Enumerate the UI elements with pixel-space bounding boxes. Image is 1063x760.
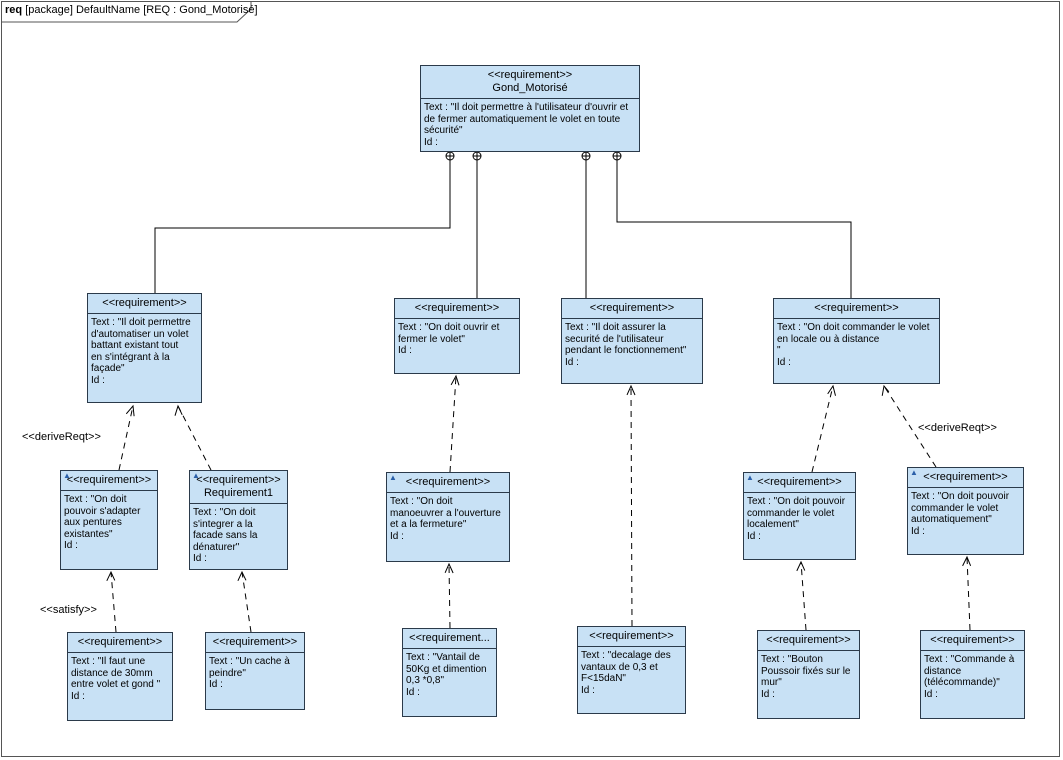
stereotype-label: <<requirement>> — [766, 634, 851, 646]
requirement-text: Text : "On doit pouvoir commander le vol… — [911, 491, 1010, 525]
requirement-text: Text : "Vantail de 50Kg et dimention 0,3… — [406, 652, 487, 686]
stereotype-label: <<requirement>> — [212, 636, 298, 648]
link-l1b[interactable] — [241, 571, 252, 633]
requirement-id: Id : — [777, 356, 791, 368]
requirement-name: Requirement1 — [203, 487, 274, 499]
stereotype-label: <<requirement>> — [589, 630, 674, 642]
requirement-text: Text : "On doit pouvoir s'adapter aux pe… — [64, 494, 141, 540]
requirement-marker-icon: ▲ — [746, 473, 754, 482]
requirement-id: Id : — [424, 136, 438, 148]
requirement-r1[interactable]: <<requirement>> Text : "Il doit permettr… — [87, 293, 202, 403]
requirement-id: Id : — [193, 553, 207, 564]
stereotype-label: <<requirement>> — [757, 476, 842, 488]
derive-label-right: <<deriveReqt>> — [918, 422, 997, 434]
requirement-id: Id : — [565, 356, 579, 368]
requirement-text: Text : "On doit ouvrir et fermer le vole… — [398, 322, 500, 345]
requirement-text: Text : "Bouton Poussoir fixés sur le mur… — [761, 654, 851, 688]
satisfy-label: <<satisfy>> — [40, 604, 97, 616]
stereotype-label: <<requirement... — [409, 632, 490, 644]
requirement-text: Text : "Il doit permettre d'automatiser … — [91, 317, 191, 374]
requirement-text: Text : "On doit s'integrer a la facade s… — [193, 507, 258, 553]
requirement-id: Id : — [406, 686, 420, 698]
requirement-r2[interactable]: <<requirement>> Text : "On doit ouvrir e… — [394, 298, 520, 374]
requirement-l1a[interactable]: <<requirement>> Text : "Il faut une dist… — [67, 632, 173, 721]
requirement-r4b[interactable]: ▲ <<requirement>> Text : "On doit pouvoir… — [907, 467, 1024, 555]
stereotype-label: <<requirement>> — [814, 302, 899, 314]
stereotype-label: <<requirement>> — [923, 471, 1008, 483]
link-l4b[interactable] — [966, 556, 971, 631]
containment-line-r4[interactable] — [616, 160, 852, 298]
requirement-id: Id : — [390, 530, 404, 542]
requirement-marker-icon: ▲ — [192, 471, 200, 480]
requirement-marker-icon: ▲ — [389, 473, 397, 482]
requirement-id: Id : — [71, 690, 85, 702]
link-l4a[interactable] — [800, 561, 807, 631]
stereotype-label: <<requirement>> — [414, 302, 500, 314]
containment-symbol — [445, 151, 622, 161]
derive-link-r1b[interactable] — [177, 405, 212, 471]
requirement-r1a[interactable]: ▲<<requirement>> Text : "On doit pouvoir… — [60, 470, 158, 570]
requirement-text: Text : "Un cache à peindre" — [209, 656, 290, 679]
stereotype-label: <<requirement>> — [66, 474, 152, 486]
requirement-requirement1[interactable]: ▲<<requirement>>Requirement1 Text : "On … — [189, 470, 288, 570]
requirement-gond-motorise[interactable]: <<requirement>> Gond_Motorisé Text : "Il… — [420, 65, 640, 152]
requirement-r4[interactable]: <<requirement>> Text : "On doit commande… — [773, 298, 940, 384]
requirement-text: Text : "decalage des vantaux de 0,3 et F… — [581, 650, 671, 684]
requirement-r4a[interactable]: ▲<<requirement>> Text : "On doit pouvoir… — [743, 472, 856, 560]
stereotype-label: <<requirement>> — [102, 297, 187, 309]
link-r2a[interactable] — [449, 375, 457, 473]
requirement-r3[interactable]: <<requirement>> Text : "Il doit assurer … — [561, 298, 703, 384]
link-l2a[interactable] — [448, 563, 451, 629]
requirement-name: Gond_Motorisé — [492, 82, 568, 94]
requirement-text: Text : "On doit pouvoir commander le vol… — [747, 496, 846, 530]
stereotype-label: <<requirement>> — [77, 636, 163, 648]
requirement-r2a[interactable]: ▲ <<requirement>> Text : "On doit manoeuv… — [386, 472, 510, 562]
containment-line-r1[interactable] — [154, 160, 451, 293]
requirement-text: Text : "Il faut une distance de 30mm ent… — [71, 656, 161, 690]
frame-title: [package] DefaultName [REQ : Gond_Motori… — [25, 4, 258, 16]
stereotype-label: <<requirement>> — [405, 476, 491, 488]
requirement-text: Text : "On doit manoeuvrer a l'ouverture… — [390, 496, 501, 530]
frame-tab — [1, 1, 252, 23]
requirement-id: Id : — [761, 688, 775, 700]
requirement-id: Id : — [91, 374, 105, 386]
requirement-id: Id : — [209, 679, 223, 690]
requirement-id: Id : — [924, 688, 938, 700]
requirement-text: Text : "On doit commander le volet en lo… — [777, 322, 930, 356]
arrowheads — [106, 374, 972, 582]
requirement-l4b[interactable]: <<requirement>> Text : "Commande à dista… — [920, 630, 1025, 719]
derive-link-r4b[interactable] — [883, 385, 937, 468]
requirement-text: Text : "Il doit permettre à l'utilisateu… — [424, 102, 629, 136]
stereotype-label: <<requirement>> — [487, 69, 573, 81]
requirement-id: Id : — [911, 525, 925, 537]
frame-label: req [package] DefaultName [REQ : Gond_Mo… — [5, 4, 258, 16]
requirement-id: Id : — [581, 684, 595, 696]
requirement-l4a[interactable]: <<requirement>> Text : "Bouton Poussoir … — [757, 630, 860, 719]
stereotype-label: <<requirement>> — [196, 474, 281, 486]
requirement-marker-icon: ▲ — [63, 471, 71, 480]
requirement-l1b[interactable]: <<requirement>> Text : "Un cache à peind… — [205, 632, 305, 710]
requirement-text: Text : "Commande à distance (télécommand… — [924, 654, 1015, 688]
link-r4a[interactable] — [811, 385, 834, 473]
derive-link-r1a[interactable] — [118, 405, 134, 471]
derive-label-left: <<deriveReqt>> — [22, 431, 101, 443]
satisfy-link-l1a[interactable] — [110, 571, 117, 633]
requirement-marker-icon: ▲ — [910, 468, 918, 477]
frame-kind: req — [5, 4, 23, 16]
requirement-id: Id : — [64, 540, 78, 551]
requirement-id: Id : — [398, 345, 412, 356]
requirement-text: Text : "Il doit assurer la securité de l… — [565, 322, 687, 356]
requirement-id: Id : — [747, 530, 761, 542]
stereotype-label: <<requirement>> — [930, 634, 1015, 646]
link-l3[interactable] — [630, 385, 633, 627]
stereotype-label: <<requirement>> — [589, 302, 675, 314]
requirement-l3[interactable]: <<requirement>> Text : "decalage des van… — [577, 626, 686, 714]
requirement-l2a[interactable]: <<requirement... Text : "Vantail de 50Kg… — [402, 628, 497, 717]
